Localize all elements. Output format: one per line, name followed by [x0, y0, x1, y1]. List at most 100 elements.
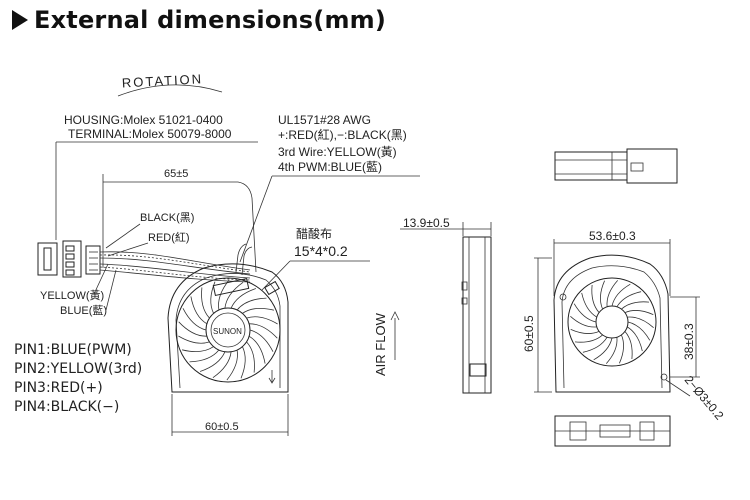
arrow-right-icon: [12, 10, 28, 30]
right-housing-outline: [553, 254, 671, 393]
page-title: External dimensions(mm): [12, 6, 386, 34]
fan-impeller-outer: [175, 277, 281, 383]
side-tab: [461, 297, 468, 305]
wire-color-labels: BLACK(黑) RED(紅) YELLOW(黃) BLUE(藍): [40, 211, 194, 317]
connector-callout: HOUSING:Molex 51021-0400 TERMINAL:Molex …: [55, 113, 258, 240]
fan-blade: [212, 351, 232, 379]
fan-top-view: [554, 148, 678, 184]
rotation-indicator: ROTATION: [117, 71, 223, 97]
fan-blade: [570, 316, 597, 328]
blue-wire-label: BLUE(藍): [60, 304, 107, 317]
fan-blades: [178, 279, 278, 381]
pin3-label: PIN3:RED(+): [14, 380, 103, 396]
tape-label: 醋酸布: [296, 226, 332, 241]
wire-spec-label: UL1571#28 AWG: [278, 113, 371, 127]
fan-front-view: SUNON 60±0.5: [167, 263, 289, 436]
top-detail: [630, 162, 644, 172]
height-label: 60±0.5: [522, 315, 536, 352]
fan-blade: [606, 280, 618, 307]
right-housing-inner: [561, 265, 663, 389]
mount-hole-icon: [660, 373, 668, 381]
wire: [99, 269, 251, 283]
rotation-label: ROTATION: [122, 71, 204, 90]
wire-bundle: [99, 243, 253, 283]
hole-distance-label: 38±0.3: [682, 323, 696, 360]
wire: [99, 254, 251, 273]
wire: [99, 257, 251, 275]
right-hub: [595, 305, 629, 339]
fan-blade: [190, 296, 208, 325]
connector-pin-3: [65, 261, 75, 268]
fan-blade: [591, 284, 600, 313]
holes-leader: [665, 379, 691, 397]
wire-colors-label: +:RED(紅),−:BLACK(黑): [278, 128, 407, 142]
fan-blade: [611, 283, 631, 307]
top-connector-housing: [626, 148, 678, 184]
wire3-label: 3rd Wire:YELLOW(黃): [278, 145, 397, 159]
fan-blade: [627, 316, 654, 328]
fan-blade: [246, 341, 255, 373]
black-wire-leader: [105, 223, 141, 249]
right-fan-blades: [570, 280, 654, 364]
fan-blade: [582, 336, 608, 353]
fan-blade: [600, 280, 605, 310]
air-flow-indicator: AIR FLOW: [373, 311, 400, 376]
wire-riser: [235, 243, 247, 273]
tape-patch: [264, 280, 280, 296]
fan-blade: [606, 337, 618, 364]
cable-length-label: 65±5: [164, 168, 188, 180]
fan-blade: [199, 351, 226, 372]
front-width-label: 60±0.5: [205, 421, 239, 433]
fan-blade: [201, 287, 210, 319]
fan-blade: [573, 303, 597, 323]
rotation-arc: [117, 84, 223, 97]
brand-label: SUNON: [213, 327, 242, 336]
tape-callout: 醋酸布 15*4*0.2: [261, 226, 370, 291]
fan-blade: [236, 297, 267, 311]
fan-blade: [224, 281, 244, 309]
connector-housing-front: [62, 240, 82, 278]
right-impeller-outer: [567, 277, 657, 367]
arrow-down-icon: [268, 377, 276, 384]
fan-bottom-view: [554, 415, 671, 447]
fan-blade: [621, 301, 650, 310]
connector-pin-4: [65, 269, 75, 276]
fan-blade: [619, 334, 624, 364]
connector-pin-1: [65, 245, 75, 252]
black-wire-label: BLACK(黑): [140, 211, 194, 224]
fan-blade: [593, 337, 613, 361]
housing-label: HOUSING:Molex 51021-0400: [64, 113, 223, 127]
holes-label: 2−Ø3±0.2: [682, 373, 727, 423]
fan-blade: [570, 329, 600, 334]
red-wire-leader: [107, 242, 149, 257]
fan-blade: [210, 281, 216, 314]
pin-assignment-list: PIN1:BLUE(PWM) PIN2:YELLOW(3rd) PIN3:RED…: [14, 342, 142, 415]
fan-right-view: 53.6±0.3 60±0.5 38±0.3 2−Ø3±0.2: [522, 229, 727, 423]
tape-size-label: 15*4*0.2: [294, 243, 348, 259]
arrow-up-icon: [390, 311, 400, 321]
fan-blade: [574, 334, 603, 343]
connector-housing-side: [37, 242, 58, 276]
wire: [99, 266, 251, 281]
cable-length-dimension: 65±5: [102, 168, 257, 273]
fan-blade: [178, 321, 207, 337]
fan-blade: [627, 321, 651, 341]
fan-hub-inner: [210, 312, 246, 348]
fan-blade: [624, 310, 654, 315]
thickness-label: 13.9±0.5: [403, 216, 450, 230]
fan-housing-inner: [175, 273, 281, 389]
connector-slot: [43, 247, 52, 271]
side-connector: [469, 363, 487, 377]
wire: [99, 263, 251, 279]
page-title-text: External dimensions(mm): [34, 6, 387, 34]
fan-blade: [624, 331, 633, 360]
fan-blade: [249, 323, 278, 339]
wire-riser: [241, 246, 253, 276]
fan-blade: [182, 346, 214, 353]
fan-side-view: 13.9±0.5: [400, 216, 492, 394]
side-housing: [462, 236, 492, 394]
terminal-label: TERMINAL:Molex 50079-8000: [68, 127, 232, 141]
wire4-label: 4th PWM:BLUE(藍): [278, 160, 382, 174]
fan-blade: [230, 288, 257, 309]
fan-blade: [182, 308, 207, 331]
